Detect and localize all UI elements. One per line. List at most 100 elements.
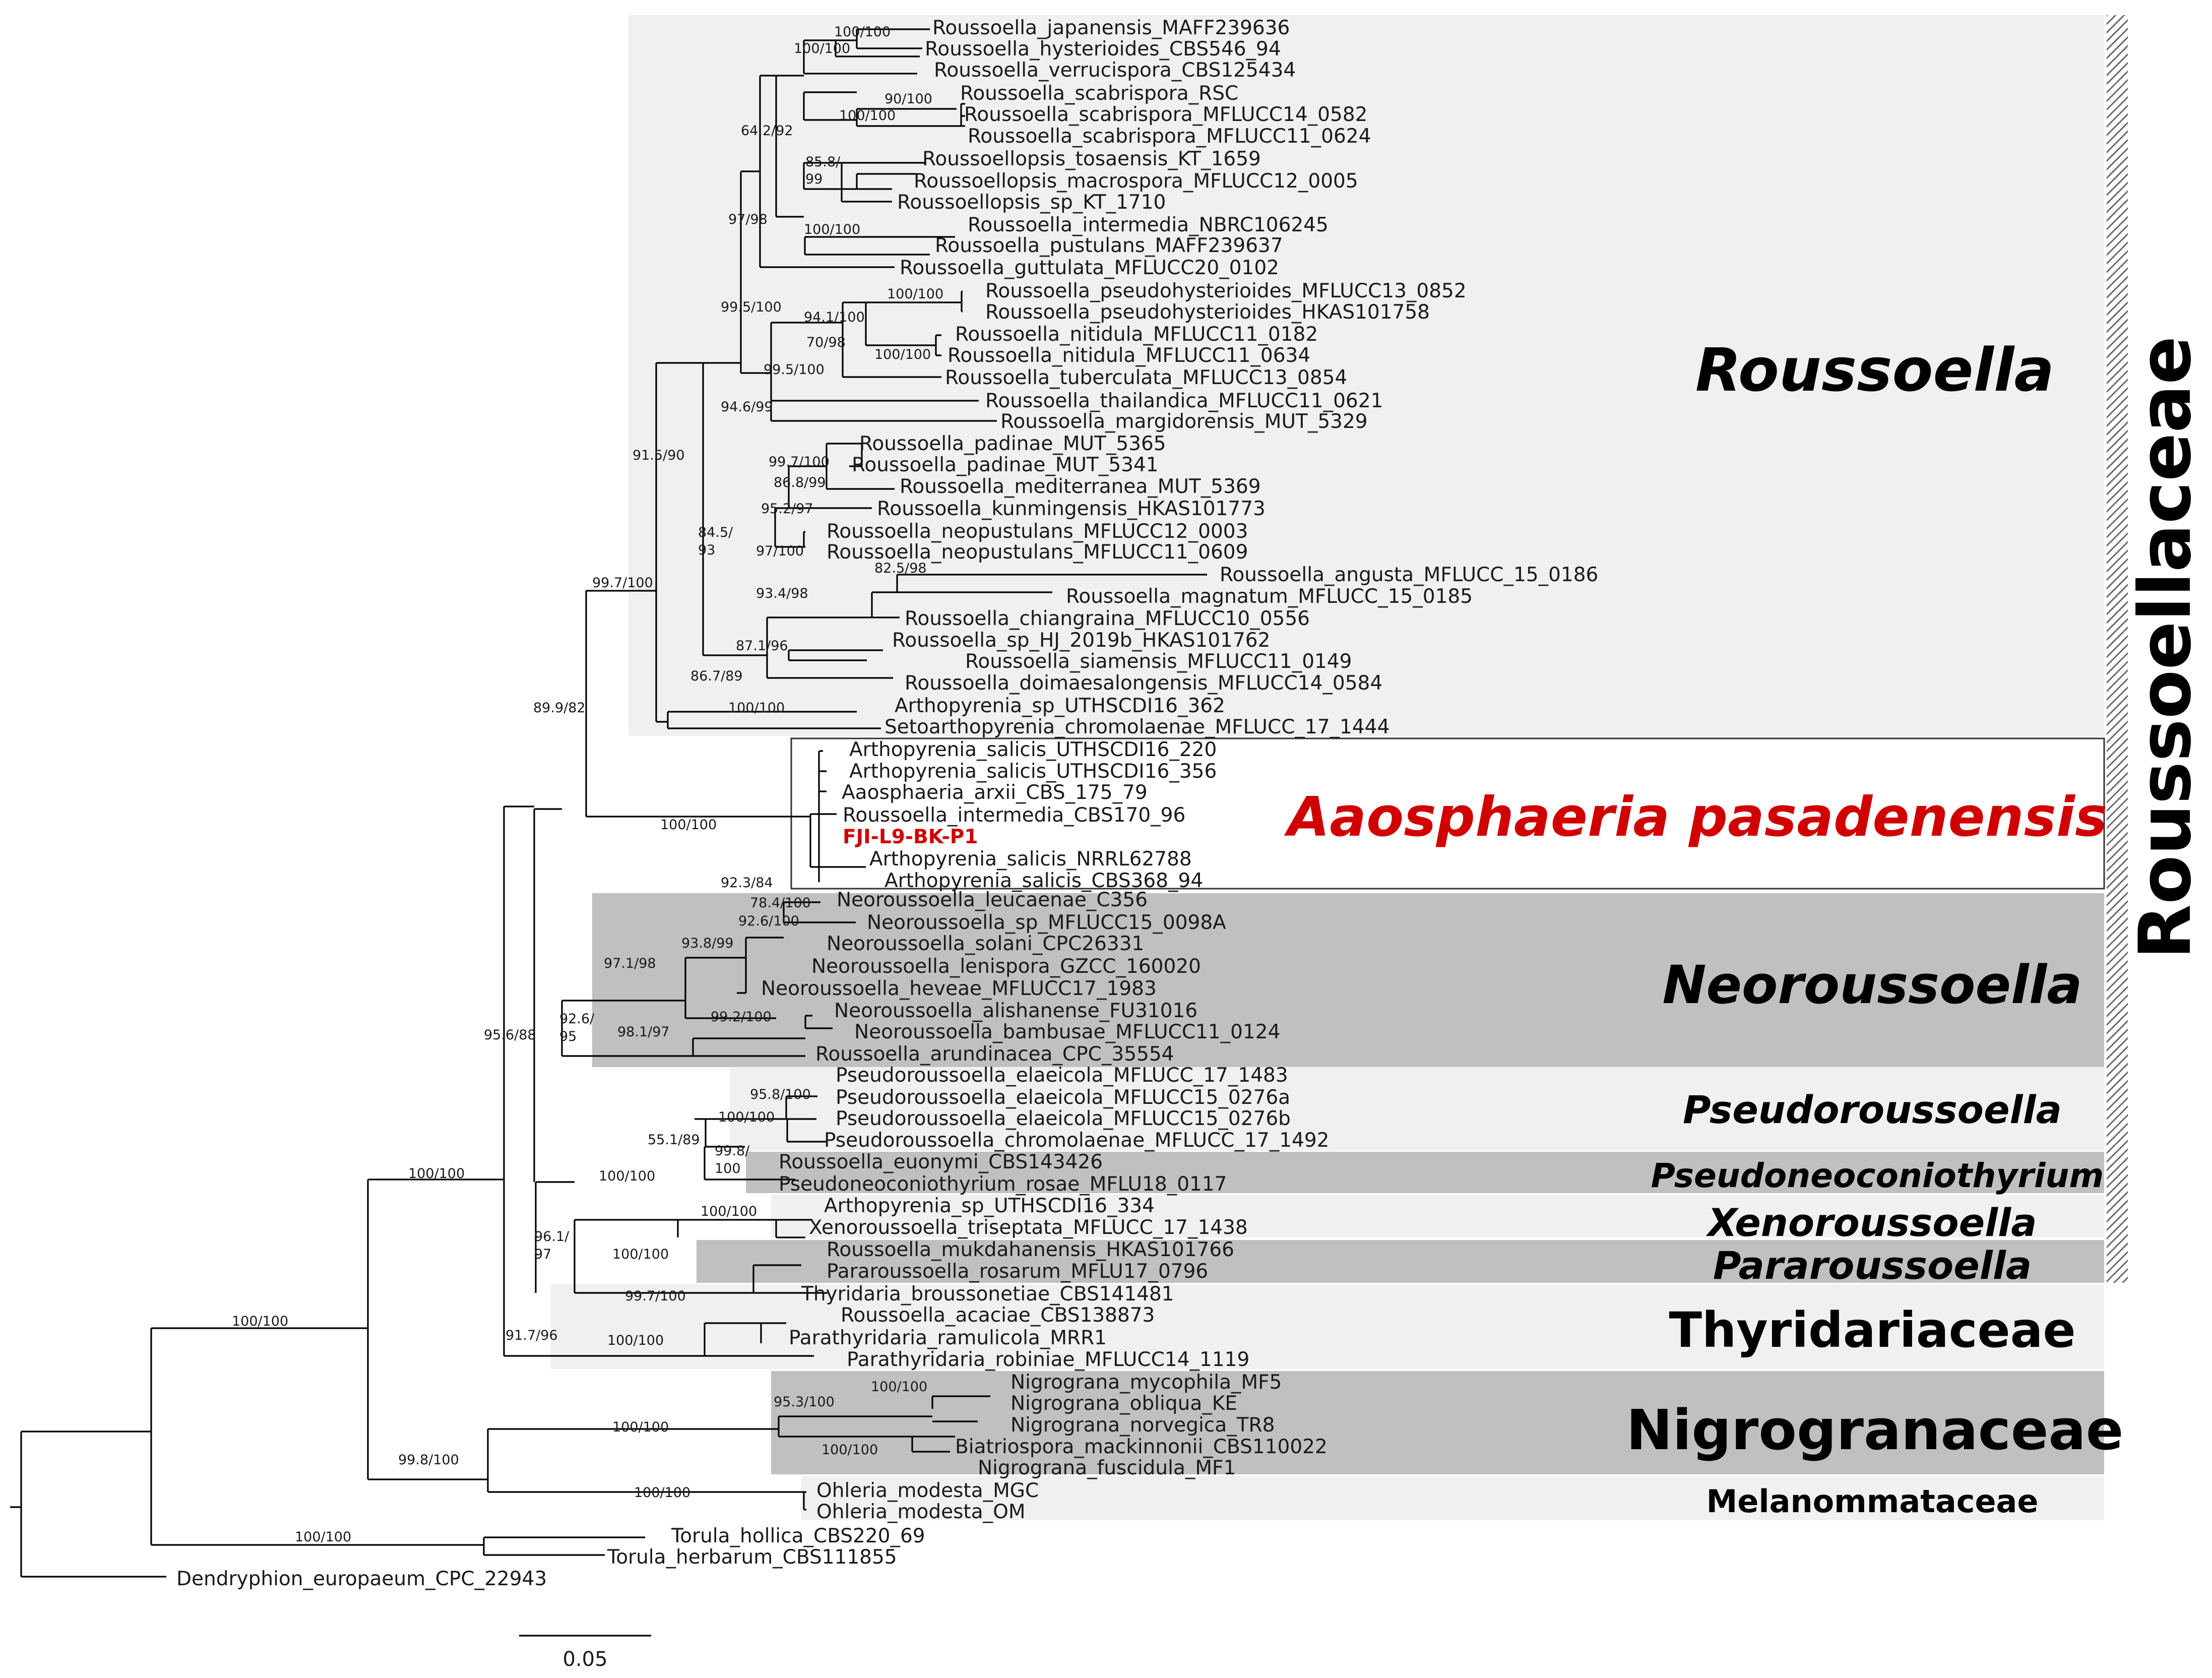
pseudoroussoella-box	[730, 1068, 2104, 1151]
support-value: 100/100	[599, 1168, 655, 1184]
support-value: 100/100	[718, 1109, 775, 1125]
support-value: 100	[715, 1161, 741, 1176]
clade-label-aaosphaeria: Aaosphaeria pasadenensis	[1284, 786, 2108, 849]
support-value: 99.5/100	[764, 362, 825, 378]
tip-label: Setoarthopyrenia_chromolaenae_MFLUCC_17_…	[884, 716, 1389, 738]
melanommataceae-box	[801, 1476, 2104, 1520]
support-value: 100/100	[612, 1247, 669, 1262]
tip-label: Roussoella_japanensis_MAFF239636	[932, 17, 1290, 39]
tip-label: Arthopyrenia_sp_UTHSCDI16_362	[895, 695, 1225, 717]
scale-bar: 0.05	[519, 1635, 651, 1671]
tip-label: Nigrograna_fuscidula_MF1	[978, 1457, 1236, 1479]
tip-label: Roussoella_intermedia_CBS170_96	[843, 804, 1185, 827]
tip-label-highlight: FJI-L9-BK-P1	[843, 826, 978, 848]
tip-label: Pseudoroussoella_elaeicola_MFLUCC15_0276…	[836, 1086, 1290, 1109]
support-value: 97/100	[756, 543, 804, 559]
support-value: 99.5/100	[721, 299, 782, 315]
tip-label: Torula_herbarum_CBS111855	[607, 1546, 897, 1569]
support-value: 99	[805, 171, 823, 187]
support-value: 90/100	[884, 91, 932, 107]
tip-label: Neoroussoella_alishanense_FU31016	[834, 1000, 1197, 1022]
tip-label: Ohleria_modesta_MGC	[816, 1479, 1039, 1502]
clade-labels: Roussoella Aaosphaeria pasadenensis Neor…	[1284, 335, 2207, 1520]
support-value: 95.6/88	[484, 1027, 536, 1043]
aaosphaeria-box	[790, 737, 2105, 890]
support-value: 70/98	[806, 335, 846, 350]
tip-label: Pararoussoella_rosarum_MFLU17_0796	[827, 1260, 1208, 1283]
support-value: 87.1/96	[736, 638, 788, 654]
support-value: 100/100	[728, 700, 785, 716]
tip-label: Roussoella_intermedia_NBRC106245	[968, 214, 1329, 236]
tip-label: Ohleria_modesta_OM	[816, 1501, 1025, 1523]
tip-label: Roussoella_nitidula_MFLUCC11_0634	[947, 344, 1310, 367]
tip-label: Roussoella_pseudohysterioides_MFLUCC13_0…	[985, 280, 1467, 302]
tip-label: Roussoella_thailandica_MFLUCC11_0621	[985, 390, 1383, 412]
tip-label: Neoroussoella_solani_CPC26331	[827, 933, 1144, 955]
support-value: 100/100	[839, 108, 896, 123]
tip-label: Nigrograna_norvegica_TR8	[1010, 1414, 1275, 1437]
clade-label-melanommataceae: Melanommataceae	[1707, 1483, 2039, 1520]
family-label-roussoellaceae: Roussoellaceae	[2124, 336, 2207, 960]
support-value: 93	[698, 542, 715, 558]
support-value: 55.1/89	[648, 1132, 700, 1148]
clade-boxes	[551, 15, 2128, 1520]
roussoellaceae-bar	[2107, 15, 2128, 1283]
support-value: 99.7/100	[769, 454, 830, 470]
tip-label: Roussoella_magnatum_MFLUCC_15_0185	[1066, 585, 1473, 608]
support-value: 97	[534, 1247, 551, 1262]
clade-label-pararoussoella: Pararoussoella	[1713, 1243, 2032, 1288]
tip-label: Pseudoroussoella_elaeicola_MFLUCC_17_148…	[836, 1064, 1288, 1087]
support-value: 100/100	[871, 1379, 927, 1395]
support-value: 78.4/100	[750, 895, 811, 911]
tip-label: Roussoella_scabrispora_RSC	[960, 82, 1238, 105]
support-value: 98.1/97	[617, 1024, 670, 1040]
support-values: 100/100 100/100 90/100 100/100 64.2/92 8…	[232, 24, 943, 1545]
tip-label: Neoroussoella_leucaenae_C356	[837, 889, 1148, 911]
support-value: 99.7/100	[625, 1288, 686, 1304]
support-value: 91.5/90	[633, 448, 685, 463]
tip-label: Roussoella_siamensis_MFLUCC11_0149	[965, 650, 1352, 673]
tip-label: Arthopyrenia_salicis_UTHSCDI16_220	[849, 738, 1217, 761]
tip-label: Dendryphion_europaeum_CPC_22943	[176, 1568, 547, 1590]
support-value: 99.2/100	[711, 1009, 772, 1025]
tip-label: Roussoella_arundinacea_CPC_35554	[815, 1043, 1174, 1066]
support-value: 100/100	[232, 1314, 288, 1329]
tip-label: Roussoella_pseudohysterioides_HKAS101758	[985, 301, 1430, 324]
tip-label: Biatriospora_mackinnonii_CBS110022	[955, 1436, 1328, 1458]
tip-label: Roussoella_kunmingensis_HKAS101773	[877, 498, 1266, 520]
support-value: 93.8/99	[681, 936, 734, 951]
tip-labels: Roussoella_japanensis_MAFF239636 Roussoe…	[176, 17, 1598, 1590]
support-value: 96.1/	[534, 1229, 570, 1245]
clade-label-xenoroussoella: Xenoroussoella	[1705, 1200, 2037, 1245]
clade-label-roussoella: Roussoella	[1695, 335, 2054, 405]
support-value: 97.1/98	[604, 956, 656, 971]
tip-label: Roussoella_acaciae_CBS138873	[841, 1304, 1155, 1327]
tip-label: Torula_hollica_CBS220_69	[671, 1525, 925, 1547]
tip-label: Xenoroussoella_triseptata_MFLUCC_17_1438	[809, 1216, 1248, 1239]
tip-label: Roussoella_guttulata_MFLUCC20_0102	[900, 257, 1279, 279]
tip-label: Roussoella_neopustulans_MFLUCC12_0003	[827, 520, 1248, 543]
support-value: 95.3/100	[774, 1394, 835, 1410]
tip-label: Roussoella_padinae_MUT_5365	[859, 432, 1166, 455]
support-value: 100/100	[295, 1529, 351, 1545]
support-value: 99.7/100	[592, 575, 653, 591]
support-value: 94.1/100	[804, 309, 865, 325]
support-value: 99.8/	[715, 1143, 750, 1159]
tip-label: Roussoella_sp_HJ_2019b_HKAS101762	[892, 629, 1270, 652]
support-value: 82.5/98	[874, 561, 927, 576]
support-value: 100/100	[887, 286, 943, 302]
tip-label: Nigrograna_mycophila_MF5	[1010, 1371, 1282, 1394]
support-value: 86.7/89	[690, 668, 743, 684]
tip-label: Roussoella_angusta_MFLUCC_15_0186	[1220, 564, 1598, 586]
tip-label: Roussoella_verrucispora_CBS125434	[934, 59, 1296, 82]
support-value: 89.9/82	[533, 700, 586, 716]
tip-label: Roussoella_mediterranea_MUT_5369	[900, 475, 1261, 498]
support-value: 100/100	[794, 41, 850, 56]
tip-label: Parathyridaria_ramulicola_MRR1	[789, 1327, 1107, 1349]
tip-label: Roussoella_neopustulans_MFLUCC11_0609	[827, 541, 1248, 564]
support-value: 100/100	[701, 1204, 757, 1219]
tip-label: Roussoella_tuberculata_MFLUCC13_0854	[945, 366, 1347, 389]
support-value: 100/100	[607, 1333, 664, 1348]
support-value: 95	[559, 1029, 577, 1044]
clade-label-pseudoneoconiothyrium: Pseudoneoconiothyrium	[1651, 1156, 2104, 1195]
